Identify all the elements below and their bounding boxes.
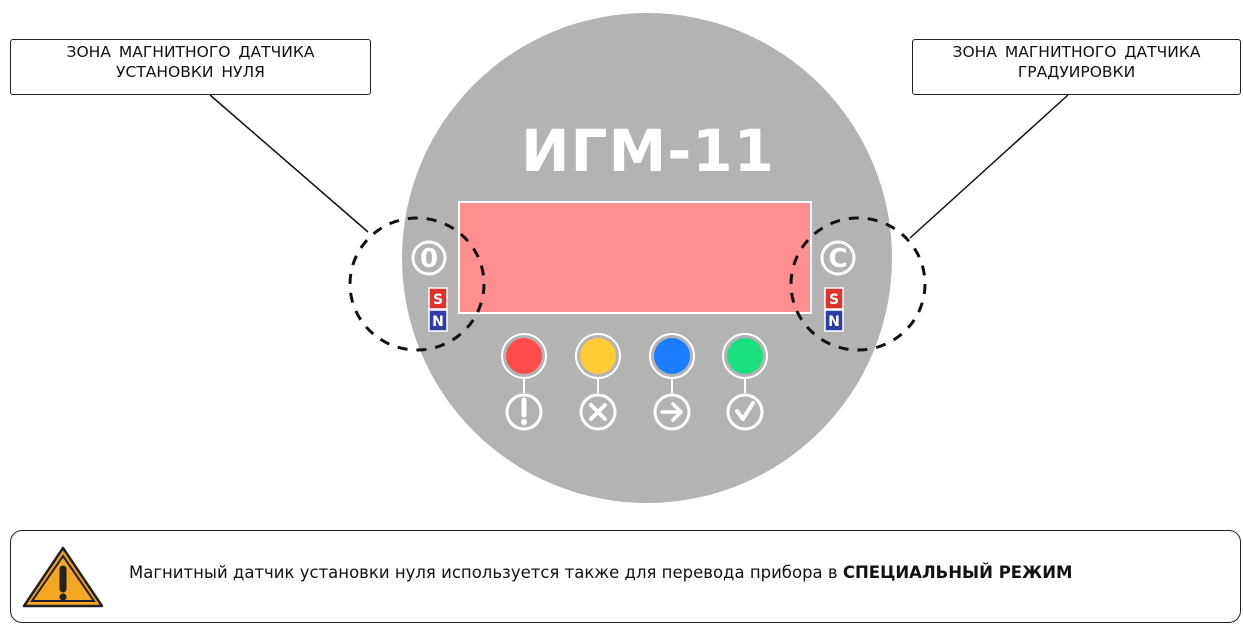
callout-right-line1: ЗОНА МАГНИТНОГО ДАТЧИКА: [952, 43, 1201, 61]
magnet-icon-left: S N: [428, 287, 448, 332]
device-title: ИГМ-11: [520, 117, 775, 185]
svg-text:S: S: [829, 292, 839, 308]
callout-left-line1: ЗОНА МАГНИТНОГО ДАТЧИКА: [66, 43, 315, 61]
leader-line-right: [909, 94, 1069, 239]
led-red: [501, 333, 547, 379]
warning-text-regular: Магнитный датчик установки нуля использу…: [129, 563, 843, 582]
callout-left-line2: УСТАНОВКИ НУЛЯ: [116, 63, 265, 81]
svg-text:C: C: [828, 244, 847, 274]
svg-text:0: 0: [420, 244, 438, 274]
svg-text:N: N: [828, 314, 840, 330]
warning-note: Магнитный датчик установки нуля использу…: [10, 530, 1241, 623]
warning-icon: [22, 546, 104, 608]
display-screen: [458, 201, 812, 314]
warning-text: Магнитный датчик установки нуля использу…: [129, 563, 1072, 582]
warning-text-bold: СПЕЦИАЛЬНЫЙ РЕЖИМ: [842, 563, 1073, 582]
calibration-sensor-callout: ЗОНА МАГНИТНОГО ДАТЧИКА ГРАДУИРОВКИ: [912, 39, 1241, 95]
led-yellow: [575, 333, 621, 379]
leader-line-left: [209, 94, 369, 233]
arrow-right-icon: [653, 393, 691, 431]
svg-text:S: S: [433, 292, 443, 308]
led-blue: [649, 333, 695, 379]
checkmark-icon: [726, 393, 764, 431]
exclamation-icon: [505, 393, 543, 431]
calibration-sensor-zone: [789, 216, 927, 352]
svg-text:N: N: [432, 314, 444, 330]
led-green: [722, 333, 768, 379]
calibration-sensor-icon: C: [820, 240, 856, 276]
zero-sensor-icon: 0: [411, 240, 447, 276]
cross-icon: [579, 393, 617, 431]
zero-sensor-zone: [348, 216, 486, 352]
magnet-icon-right: S N: [824, 287, 844, 332]
zero-sensor-callout: ЗОНА МАГНИТНОГО ДАТЧИКА УСТАНОВКИ НУЛЯ: [10, 39, 371, 95]
callout-right-line2: ГРАДУИРОВКИ: [1017, 63, 1136, 81]
